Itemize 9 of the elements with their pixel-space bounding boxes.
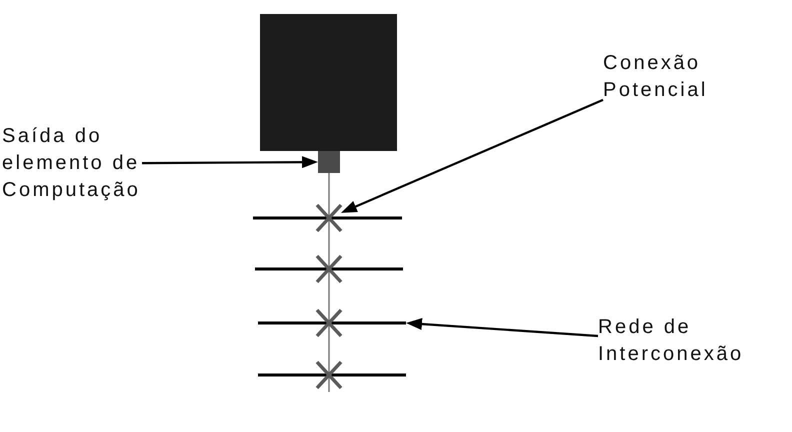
callout-label: Conexão Potencial: [603, 50, 709, 104]
bus-line: [258, 322, 406, 324]
leader-arrow: [142, 156, 318, 168]
output-pin: [318, 151, 340, 173]
leader-arrow: [406, 318, 598, 338]
leader-arrow: [340, 98, 604, 213]
callout-label: Rede de Interconexão: [598, 314, 745, 368]
cross-mark: [315, 203, 343, 233]
callout-label: Saída do elemento de Computação: [2, 123, 142, 204]
